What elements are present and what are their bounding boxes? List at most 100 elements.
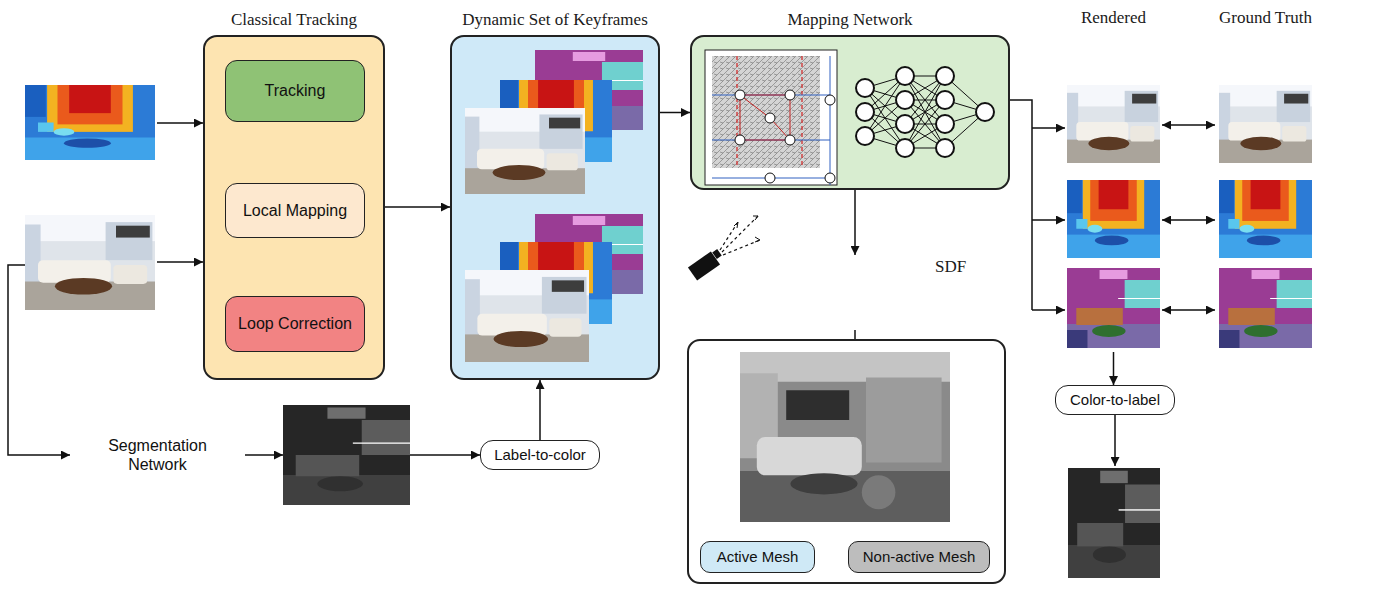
feature-grid	[705, 50, 837, 185]
legend-box: Active Mesh	[700, 541, 815, 573]
feature-grid	[785, 90, 795, 100]
feature-grid	[712, 56, 835, 185]
keyframe-stack	[465, 50, 643, 362]
neural-network	[936, 91, 954, 109]
connector-line	[539, 380, 541, 440]
connector-line	[1010, 100, 1032, 310]
feature-grid	[765, 173, 775, 183]
keyframe-stack	[465, 270, 589, 362]
rendered-images	[1067, 85, 1160, 163]
process-box-outline	[70, 385, 245, 525]
input-wires	[8, 265, 70, 455]
camera-icon	[720, 216, 760, 255]
connector	[385, 207, 450, 208]
neural-network	[856, 79, 874, 97]
mesh-panel	[740, 352, 950, 522]
mesh-panel	[688, 340, 1005, 583]
connector	[1162, 310, 1215, 311]
panel-heading: Rendered	[1081, 8, 1146, 28]
neural-network	[896, 139, 914, 157]
process-box: Local Mapping	[225, 183, 365, 238]
input-images	[25, 85, 155, 160]
process-box: Color-to-label	[1055, 385, 1175, 415]
connector-line	[1113, 352, 1115, 385]
panel-fill	[690, 35, 1010, 190]
feature-grid	[825, 95, 835, 105]
input-images	[25, 215, 155, 310]
connector	[1010, 100, 1065, 310]
neural-network	[856, 67, 994, 157]
input-wires	[1114, 415, 1116, 466]
mesh-panel	[688, 330, 1005, 583]
connector-line	[1162, 124, 1215, 126]
feature-grid	[765, 113, 775, 123]
ground-truth-images	[1219, 268, 1312, 348]
panel-fill	[450, 35, 660, 380]
image-column: Ground Truth	[1215, 35, 1316, 352]
camera-icon	[688, 216, 760, 281]
connector-line	[660, 112, 690, 114]
node-text: Local Mapping	[243, 201, 347, 220]
panel-heading: Dynamic Set of Keyframes	[462, 10, 648, 30]
connector-line	[1032, 309, 1065, 311]
panel: Mapping Network	[690, 35, 1010, 190]
connector-line	[1162, 219, 1215, 221]
node-text: Non-active Mesh	[863, 548, 976, 566]
feature-grid	[705, 50, 837, 185]
image-column: Rendered	[1065, 35, 1162, 352]
rendered-images	[1067, 268, 1160, 348]
connector-line	[385, 206, 450, 208]
neural-network	[936, 139, 954, 157]
connector	[855, 190, 856, 255]
neural-network	[896, 91, 914, 109]
node-text: Active Mesh	[717, 548, 799, 566]
sdf-blob: SDF	[790, 255, 925, 330]
keyframe-stack	[465, 108, 585, 194]
connector-line	[854, 190, 856, 255]
neural-network	[856, 127, 874, 145]
feature-grid	[825, 173, 835, 183]
input-images	[25, 85, 155, 310]
camera-icon	[712, 249, 722, 259]
feature-grid	[735, 90, 835, 183]
connector	[540, 380, 541, 440]
input-wires	[410, 454, 480, 456]
panel-heading: Ground Truth	[1219, 8, 1312, 28]
ground-truth-images	[1219, 85, 1312, 348]
process-box: Label-to-color	[480, 440, 600, 470]
rendered-images	[1067, 180, 1160, 258]
neural-network	[865, 76, 985, 148]
node-text: Segmentation Network	[102, 436, 214, 474]
feature-grid	[712, 56, 820, 168]
node-text: Tracking	[265, 81, 326, 100]
panel-heading: Mapping Network	[787, 10, 912, 30]
node-text: Loop Correction	[238, 314, 352, 333]
connector-line	[1032, 219, 1065, 221]
panel: Dynamic Set of Keyframes	[450, 35, 660, 380]
neural-network	[856, 67, 994, 157]
neural-network	[976, 103, 994, 121]
feature-grid	[735, 90, 745, 100]
connector	[660, 112, 690, 113]
input-wires	[157, 122, 203, 124]
ground-truth-images	[1219, 85, 1312, 163]
panel: TrackingLocal MappingLoop CorrectionClas…	[203, 35, 385, 380]
panel-outline	[790, 255, 925, 330]
legend-box: Non-active Mesh	[848, 541, 990, 573]
camera-icon	[734, 216, 760, 242]
neural-network	[936, 115, 954, 133]
neural-network	[856, 103, 874, 121]
process-box: Tracking	[225, 60, 365, 122]
feature-grid	[735, 135, 745, 145]
node-text: Label-to-color	[494, 446, 586, 464]
feature-grid	[737, 56, 802, 168]
connector	[1162, 220, 1215, 221]
process-box: Loop Correction	[225, 296, 365, 352]
network-shape: Segmentation Network	[70, 385, 245, 525]
connector-line	[1162, 309, 1215, 311]
segmentation-output	[283, 405, 410, 505]
neural-network	[896, 115, 914, 133]
mesh-panel	[854, 330, 856, 340]
neural-network	[896, 67, 914, 85]
